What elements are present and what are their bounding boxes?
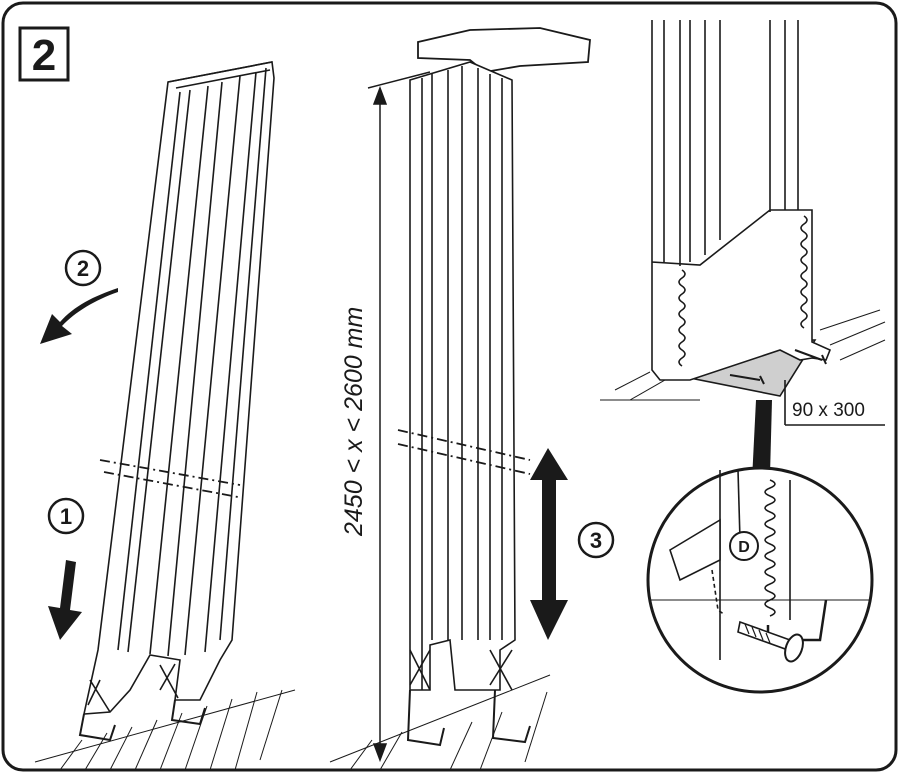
break-line-middle [397,429,531,461]
double-arrow-vertical-icon [530,448,568,640]
svg-text:3: 3 [590,528,602,553]
svg-text:1: 1 [60,504,72,529]
step-number: 2 [32,31,56,80]
marker-one: 1 [47,497,85,535]
height-range-label: 2450 < x < 2600 mm [340,307,368,537]
marker-two: 2 [64,249,102,287]
profile-left-tilted [34,61,296,771]
svg-text:2: 2 [77,256,89,281]
arrow-down-icon [48,560,82,640]
break-line-left [99,459,241,486]
clip-letter: D [738,539,750,556]
profile-bottom-detail [600,20,886,426]
magnifier-leader [752,400,772,480]
floor-hatch-middle [329,674,551,771]
marker-three: 3 [577,521,615,559]
dimension-line [367,71,431,763]
floor-hatch-right [600,309,886,401]
step-badge: 2 [18,26,70,82]
screw-icon [737,620,804,663]
ceiling-slab [417,27,591,73]
floor-hatch-left [34,689,296,771]
curved-arrow-left-icon [40,288,118,344]
magnifier-circle-icon: D [646,466,874,694]
profile-middle-upright [329,27,591,771]
size-label: 90 x 300 [792,400,865,421]
